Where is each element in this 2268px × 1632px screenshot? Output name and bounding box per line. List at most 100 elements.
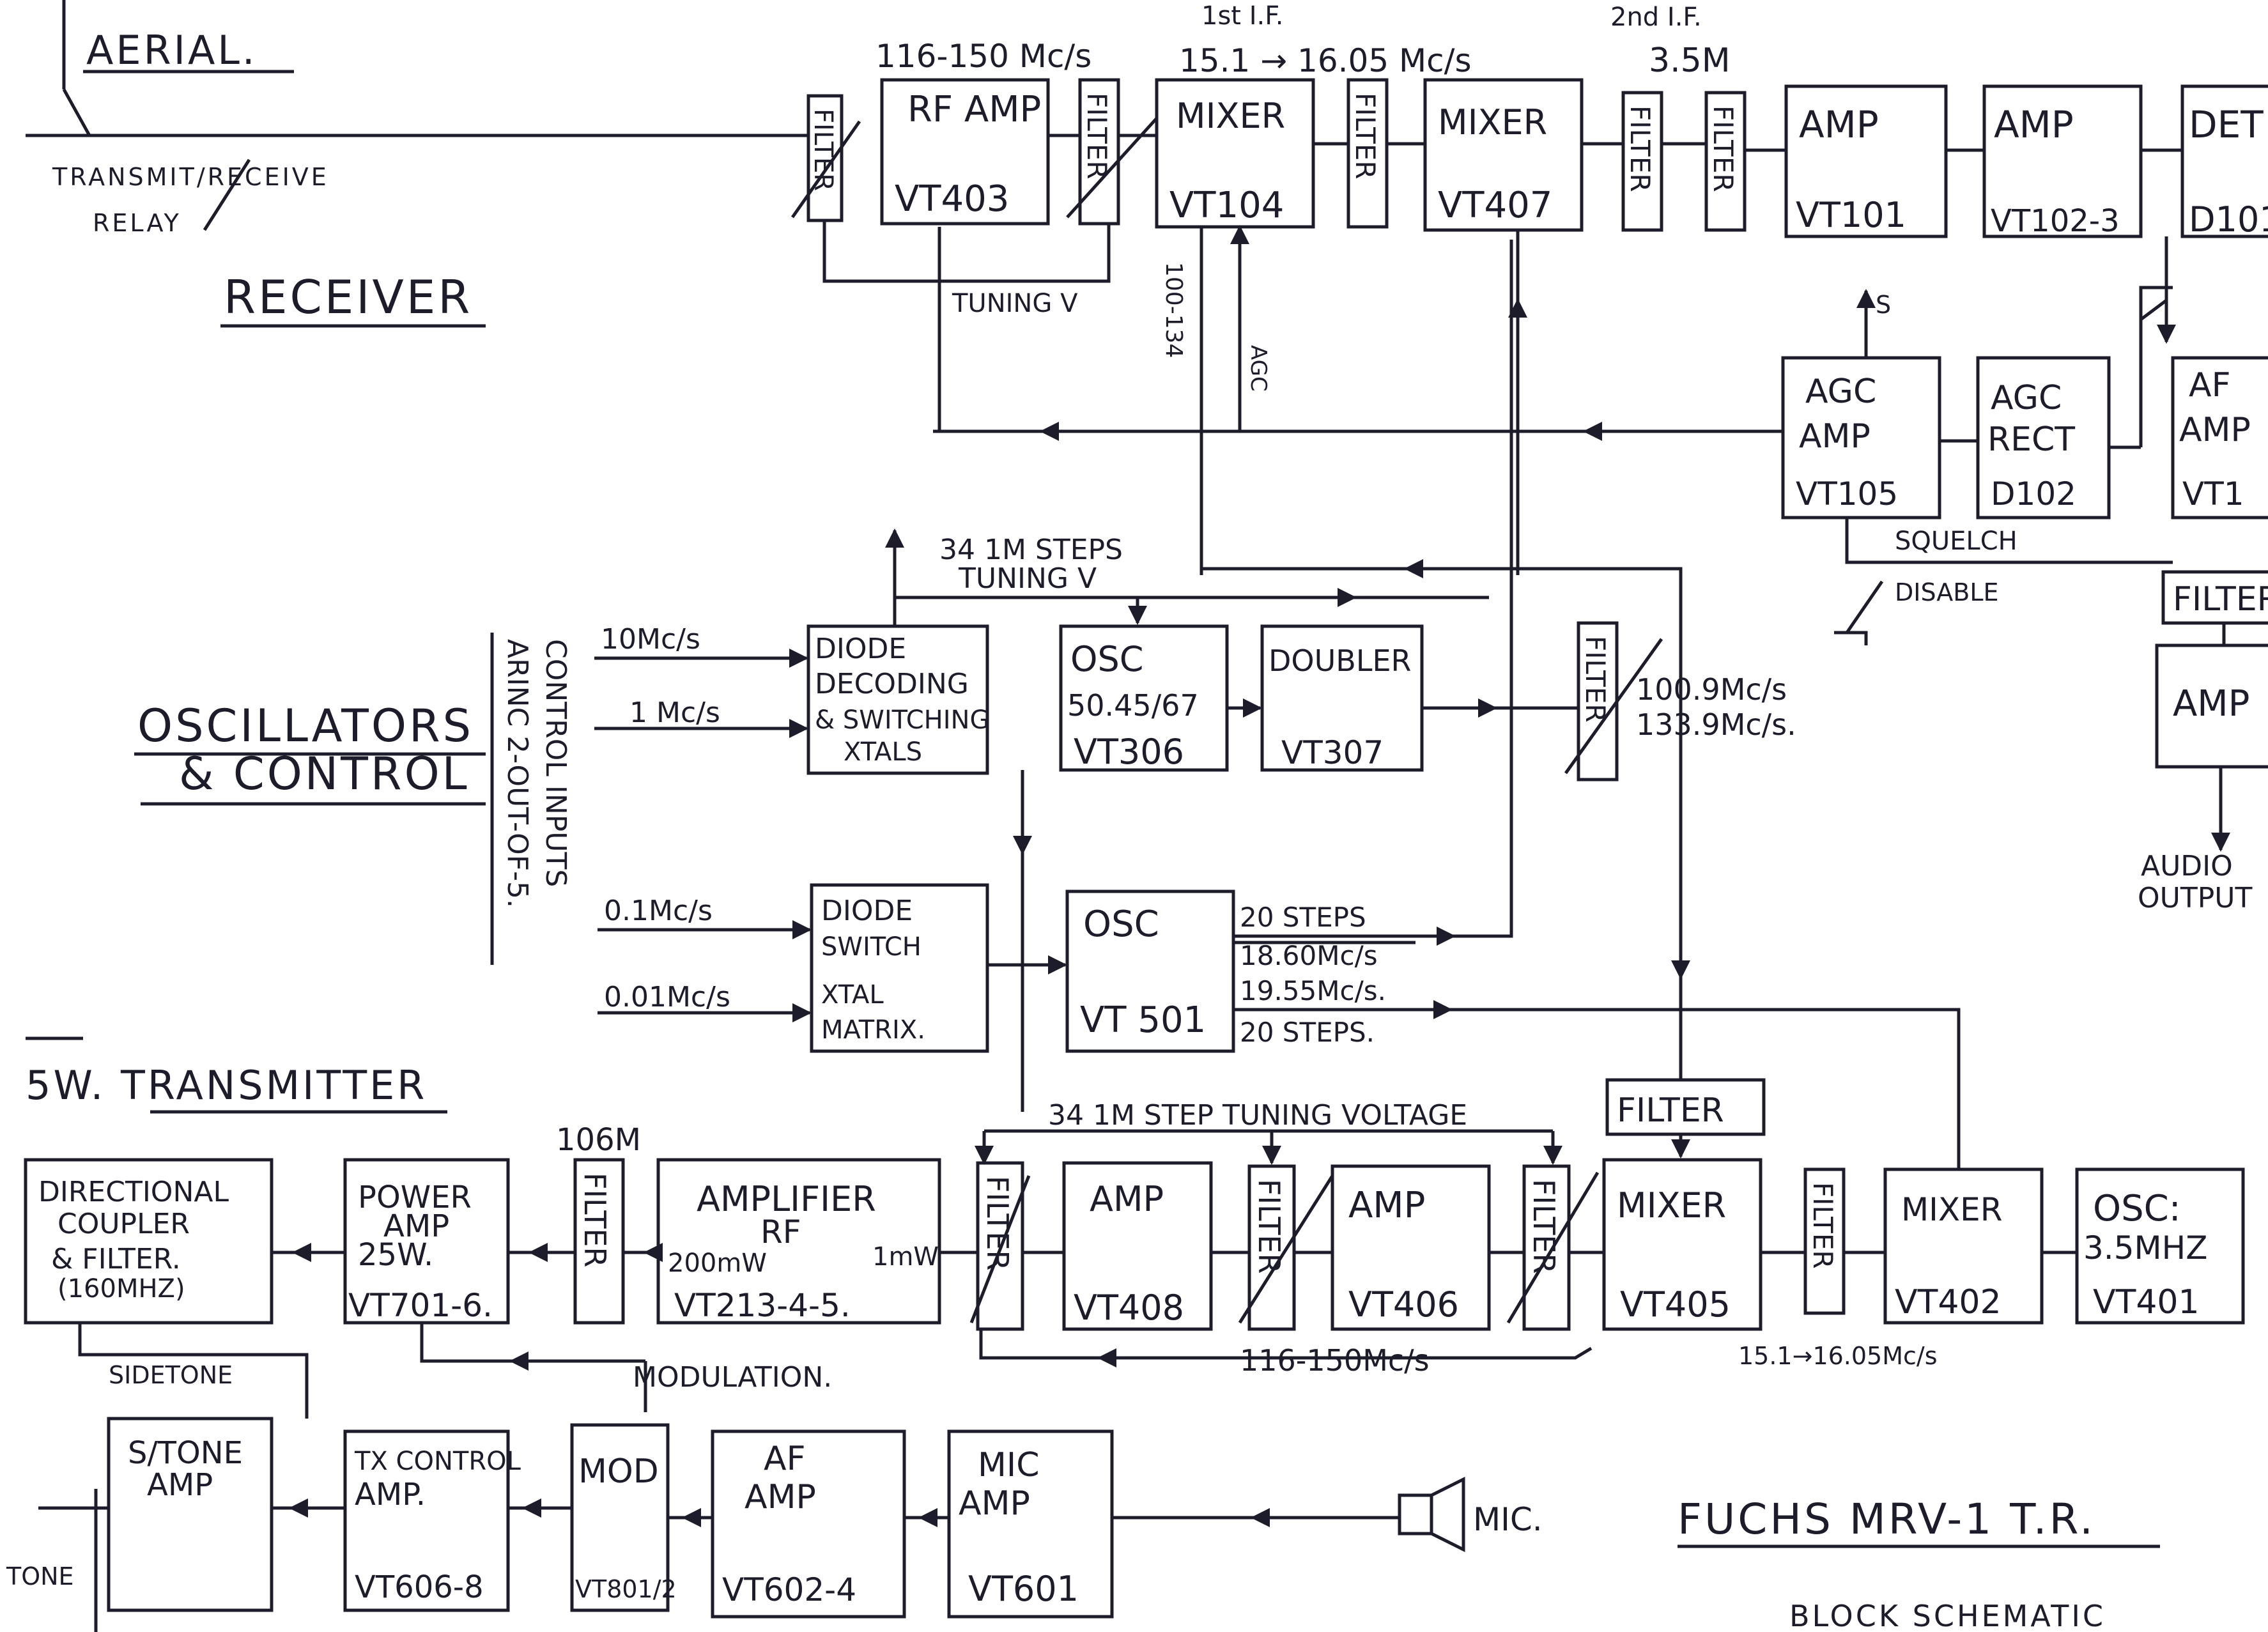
stone-amp-block: S/TONE AMP: [107, 1417, 274, 1612]
micamp-l2: AMP: [959, 1484, 1030, 1523]
title-line-2: BLOCK SCHEMATIC: [1789, 1599, 2106, 1632]
amp2-ref: VT102-3: [1991, 203, 2120, 239]
agc-amp-l1: AGC: [1805, 373, 1876, 411]
afamp-l1: AF: [764, 1440, 805, 1478]
af-amp-right-block: AF AMP VT1: [2171, 356, 2268, 520]
freq-rf-label: 116-150 Mc/s: [876, 38, 1092, 75]
steps-label-1: 34 1M STEPS: [939, 534, 1123, 566]
transmitter-label: 5W. TRANSMITTER: [26, 1036, 447, 1114]
txc-ref: VT606-8: [355, 1569, 484, 1605]
freq-if1-label: 15.1 → 16.05 Mc/s: [1179, 42, 1472, 79]
mixer405-ref: VT405: [1620, 1284, 1731, 1325]
amp406-ref: VT406: [1348, 1284, 1459, 1325]
doubler-name: DOUBLER: [1269, 643, 1412, 678]
step-tuning-label: 34 1M STEP TUNING VOLTAGE: [1048, 1099, 1467, 1132]
amp408-ref: VT408: [1074, 1288, 1184, 1328]
aerial-group: AERIAL. TRANSMIT/RECEIVE RELAY: [26, 0, 808, 237]
freq-106-label: 106M: [556, 1122, 641, 1158]
amp408-name: AMP: [1090, 1179, 1164, 1219]
osc501-ref: VT 501: [1080, 999, 1206, 1041]
detector-block: DET D101: [2180, 84, 2268, 240]
rx-filter-c-label: FILTER: [1624, 105, 1656, 192]
osc-filter-label: FILTER: [1580, 636, 1611, 723]
pa-l2: AMP: [383, 1208, 449, 1244]
freq-1860: 18.60Mc/s: [1240, 940, 1378, 971]
micamp-ref: VT601: [968, 1569, 1079, 1609]
micamp-l1: MIC: [978, 1446, 1040, 1484]
mixer-vt402-block: MIXER VT402: [1883, 1167, 2044, 1325]
relay-label-1: TRANSMIT/RECEIVE: [52, 163, 329, 191]
osc-title-1: OSCILLATORS: [137, 700, 474, 752]
sidetone-label: SIDETONE: [109, 1361, 233, 1389]
dir-coupler-block: DIRECTIONAL COUPLER & FILTER. (160MHZ): [24, 1158, 274, 1325]
stone-l2: AMP: [147, 1467, 213, 1503]
osc401-name: OSC:: [2093, 1188, 2181, 1229]
rx-filter-d: FILTER: [1704, 91, 1747, 232]
af-amp-block: AF AMP VT602-4: [711, 1429, 906, 1619]
amprf-l2: RF: [760, 1213, 801, 1251]
amprf-ref: VT213-4-5.: [674, 1287, 851, 1324]
arinc-label: ARINC 2-OUT-OF-5.: [501, 639, 534, 908]
osc306-name: OSC: [1070, 639, 1144, 679]
mixer2-ref: VT407: [1438, 185, 1552, 226]
relay-label-2: RELAY: [93, 209, 181, 237]
out-100-label: 100.9Mc/s: [1636, 672, 1787, 707]
osc-vt501-block: OSC VT 501: [1065, 889, 1235, 1053]
freq-band-label: 116-150Mc/s: [1240, 1343, 1430, 1378]
txc-l1: TX CONTROL: [354, 1447, 521, 1476]
squelch-label: SQUELCH: [1895, 527, 2017, 556]
af-right-l2: AMP: [2179, 411, 2251, 449]
rf-amp-name: RF AMP: [907, 89, 1041, 130]
tuning-v-label: TUNING V: [952, 289, 1078, 318]
mic-label: MIC.: [1473, 1501, 1543, 1538]
freq-if2-label: 3.5M: [1649, 42, 1731, 80]
mixer-vt407-block: MIXER VT407: [1423, 78, 1584, 232]
dc-l3: & FILTER.: [51, 1243, 181, 1275]
rx-filter-a-label: FILTER: [1081, 93, 1113, 180]
tx-filter-1-block: FILTER: [969, 1161, 1031, 1331]
amp-vt406-block: AMP VT406: [1331, 1164, 1491, 1331]
osc401-ref: VT401: [2093, 1283, 2200, 1321]
audio-out-1: AUDIO: [2141, 850, 2233, 882]
ds-l2: SWITCH: [821, 932, 922, 962]
osc-title-2: & CONTROL: [179, 748, 470, 800]
tx-filter-pa-block: FILTER: [573, 1158, 625, 1325]
input-01mcs: 0.1Mc/s: [604, 895, 713, 927]
ds-l3: XTAL: [821, 980, 884, 1010]
mixer1-name: MIXER: [1176, 96, 1285, 136]
agc-s-mark: S: [1876, 291, 1891, 319]
osc-vt401-block: OSC: 3.5MHZ VT401: [2075, 1167, 2245, 1325]
osc-filter-block: FILTER: [1564, 621, 1663, 781]
receiver-label: RECEIVER: [220, 270, 486, 328]
freq-if-label: 15.1→16.05Mc/s: [1738, 1342, 1938, 1370]
mixer2-name: MIXER: [1438, 102, 1547, 142]
diode-decoding-block: DIODE DECODING & SWITCHING XTALS: [806, 624, 989, 775]
dd-l3: & SWITCHING: [815, 705, 989, 735]
amp-vt102-block: AMP VT102-3: [1982, 84, 2143, 239]
osc-control-label: OSCILLATORS & CONTROL: [134, 700, 486, 806]
det-name: DET: [2189, 103, 2264, 146]
tx-filter-top-label: FILTER: [1617, 1091, 1724, 1130]
mic-amp-block: MIC AMP VT601: [947, 1429, 1114, 1619]
agc-rect-block: AGC RECT D102: [1976, 356, 2111, 520]
agc-amp-l2: AMP: [1799, 417, 1871, 456]
tx-filter-1-label: FILTER: [980, 1176, 1015, 1270]
agc-amp-ref: VT105: [1796, 475, 1898, 512]
mod-block: MOD VT801/2: [570, 1423, 677, 1612]
tx-filter-3-label: FILTER: [1527, 1179, 1561, 1274]
audio-out-2: OUTPUT: [2138, 882, 2252, 914]
osc306-freq: 50.45/67: [1067, 688, 1199, 723]
doubler-ref: VT307: [1281, 734, 1384, 771]
mixer1-ref: VT104: [1169, 185, 1284, 226]
steps-20a: 20 STEPS: [1240, 902, 1366, 933]
freq-if2-top: 2nd I.F.: [1610, 3, 1702, 32]
afamp-l2: AMP: [744, 1478, 816, 1516]
amp1-ref: VT101: [1796, 195, 1906, 235]
mod-ref: VT801/2: [575, 1575, 677, 1603]
amp406-name: AMP: [1348, 1185, 1425, 1226]
receiver-title: RECEIVER: [224, 270, 472, 324]
rf-amp-block: RF AMP VT403: [880, 78, 1050, 226]
tx-filter-2-block: FILTER: [1238, 1164, 1334, 1331]
ds-l4: MATRIX.: [821, 1015, 925, 1045]
amp-right-block: AMP: [2155, 643, 2268, 769]
